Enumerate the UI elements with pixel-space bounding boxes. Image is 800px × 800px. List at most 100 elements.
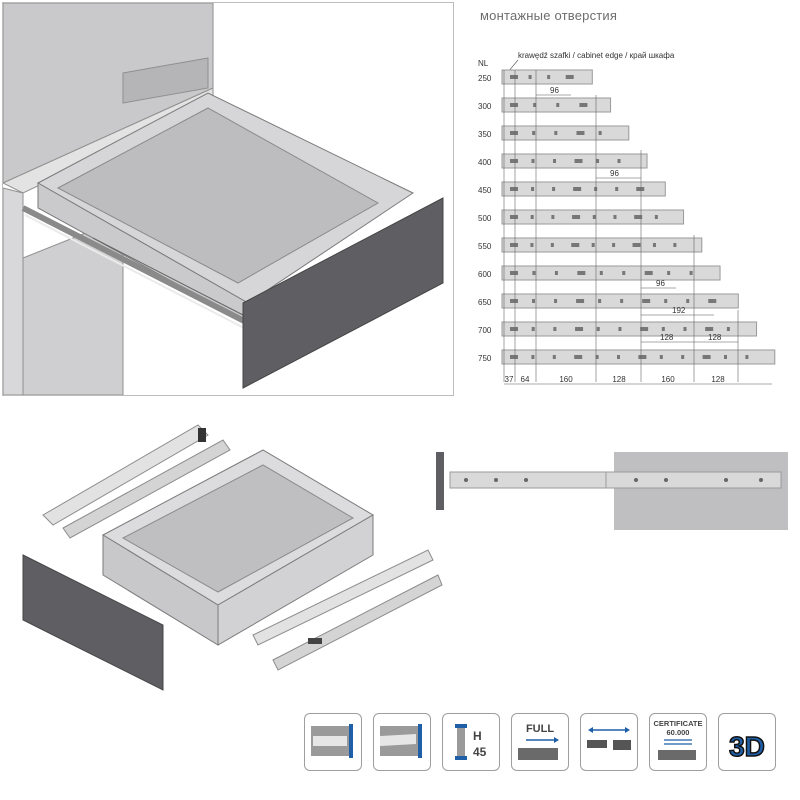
full-label: FULL	[526, 723, 554, 735]
drawer-slide-icon	[373, 713, 431, 771]
dim-128-a: 128	[660, 333, 674, 342]
mounting-hole	[510, 131, 518, 135]
mounting-hole	[528, 75, 532, 79]
drawer-front	[22, 554, 164, 691]
mounting-hole	[708, 299, 717, 303]
rail-length-label: 300	[478, 102, 492, 111]
mounting-hole	[550, 243, 554, 247]
right-rail	[252, 549, 443, 671]
mounting-hole	[510, 327, 518, 331]
mounting-hole	[552, 355, 556, 359]
3d-adjustment-icon: 3D	[718, 713, 776, 771]
rail-length-label: 400	[478, 158, 492, 167]
mounting-hole	[594, 187, 598, 191]
mounting-hole	[636, 187, 645, 191]
mounting-hole	[510, 159, 518, 163]
mounting-hole	[553, 327, 557, 331]
rail-bar	[501, 237, 703, 253]
dim-96-row3: 96	[656, 279, 665, 288]
rail-length-label: 550	[478, 242, 492, 251]
mounting-hole	[745, 355, 749, 359]
mounting-hole	[577, 271, 586, 275]
mounting-hole	[553, 159, 557, 163]
mounting-hole	[654, 215, 658, 219]
guide-lines	[503, 70, 739, 382]
mounting-hole	[510, 215, 518, 219]
mounting-hole	[642, 299, 651, 303]
dim-96-row2: 96	[610, 169, 619, 178]
mounting-hole	[599, 271, 603, 275]
rail-bar	[501, 265, 721, 281]
mounting-hole	[615, 187, 619, 191]
mounting-hole	[530, 215, 534, 219]
mounting-hole	[531, 355, 535, 359]
mounting-hole	[552, 187, 556, 191]
drawer-assembly-illustration	[1, 2, 454, 396]
mounting-hole	[533, 103, 537, 107]
mounting-hole	[726, 327, 730, 331]
left-rail	[42, 424, 231, 539]
front-panel	[436, 452, 444, 510]
rail-direction-icon	[580, 713, 638, 771]
mounting-hole	[575, 327, 584, 331]
bottom-dim-label: 37	[505, 375, 514, 384]
mounting-hole	[598, 131, 602, 135]
mounting-hole	[683, 327, 687, 331]
rail-length-label: 750	[478, 354, 492, 363]
mounting-hole	[617, 355, 620, 359]
mounting-hole	[547, 75, 551, 79]
mounting-hole	[510, 243, 518, 247]
mounting-hole	[510, 103, 518, 107]
mounting-hole	[574, 159, 583, 163]
mounting-hole	[705, 327, 714, 331]
nl-label: NL	[478, 59, 489, 68]
mounting-hole	[598, 299, 602, 303]
mounting-hole	[618, 327, 622, 331]
mounting-hole	[530, 243, 534, 247]
mounting-hole	[664, 299, 668, 303]
dim-96-row1: 96	[550, 86, 559, 95]
mounting-hole	[532, 131, 536, 135]
mounting-hole	[595, 355, 599, 359]
rail-length-label: 700	[478, 326, 492, 335]
mounting-hole	[640, 327, 649, 331]
mounting-hole	[531, 327, 535, 331]
certificate-cycles: 60.000	[667, 728, 690, 737]
mounting-hole	[652, 243, 656, 247]
mounting-hole	[576, 131, 585, 135]
rail-length-label: 450	[478, 186, 492, 195]
extended-rail	[449, 471, 611, 489]
fixed-rail	[605, 471, 782, 489]
bottom-dim-label: 160	[661, 375, 675, 384]
bottom-dim-label: 128	[612, 375, 626, 384]
mounting-hole	[620, 299, 624, 303]
mounting-hole	[667, 271, 671, 275]
mounting-hole	[702, 355, 711, 359]
mounting-hole	[532, 299, 536, 303]
certificate-title: CERTIFICATE	[653, 719, 702, 728]
mounting-hole	[613, 215, 617, 219]
bottom-dim-label: 128	[711, 375, 725, 384]
mounting-hole	[576, 299, 585, 303]
dim-192: 192	[672, 306, 686, 315]
drawer-box	[101, 449, 374, 646]
rail-extension-diagram	[436, 452, 788, 530]
rail-length-label: 250	[478, 74, 492, 83]
mounting-hole	[591, 243, 595, 247]
height-45-icon: H 45	[442, 713, 500, 771]
bottom-dim-label: 160	[559, 375, 573, 384]
dim-128-b: 128	[708, 333, 722, 342]
h45-letter: H	[473, 729, 482, 743]
mounting-hole	[596, 159, 600, 163]
mounting-hole	[531, 187, 535, 191]
bottom-dim-label: 64	[521, 375, 530, 384]
rail-length-label: 600	[478, 270, 492, 279]
mounting-hole	[638, 355, 647, 359]
h45-number: 45	[473, 745, 487, 759]
mounting-hole	[510, 187, 518, 191]
mounting-hole	[510, 75, 518, 79]
mounting-hole	[686, 299, 690, 303]
mounting-hole	[579, 103, 588, 107]
mounting-hole	[510, 299, 518, 303]
